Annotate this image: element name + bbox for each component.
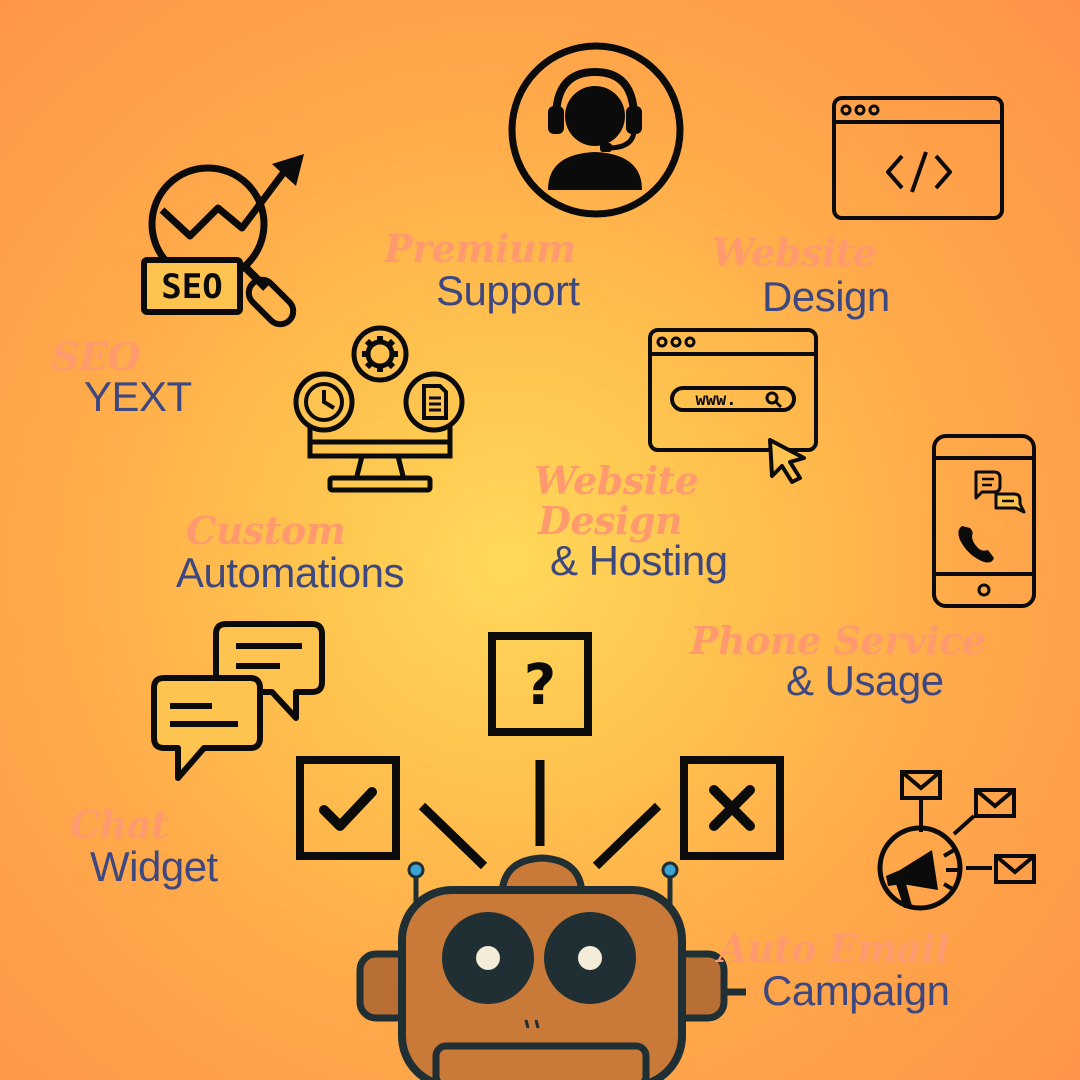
auto-email-label: Campaign [762,967,950,1014]
email-megaphone-icon [877,770,1036,911]
browser-url-icon: www. [648,328,818,484]
question-box-icon: ? [488,632,592,736]
customer-support-icon [508,42,684,218]
custom-automations-label: Automations [176,549,404,596]
robot-mascot [356,854,746,1080]
seo-yext-accent: SEO [52,334,141,379]
url-bar-text: www. [696,390,737,410]
seo-badge-text: SEO [161,267,222,307]
phone-service-accent: Phone Service [690,618,986,663]
chat-widget-accent: Chat [70,802,169,847]
auto-email-accent: Auto Email [718,926,949,971]
cross-box-icon [680,756,784,860]
checkmark-box-icon [296,756,400,860]
website-design-accent: Website [712,230,877,275]
website-hosting-accent-1: Website [534,458,699,503]
seo-yext-label: YEXT [84,373,192,420]
chat-bubbles-icon [151,621,325,781]
question-mark: ? [524,653,556,718]
website-hosting-accent-2: Design [538,498,683,543]
chat-widget-label: Widget [90,843,218,890]
premium-support-label: Support [436,267,580,314]
seo-magnifier-icon: SEO [141,154,304,328]
code-window-icon [832,96,1004,220]
automation-computer-icon [293,325,465,493]
phone-service-label: & Usage [786,657,944,704]
website-design-label: Design [762,273,890,320]
custom-automations-accent: Custom [186,508,346,553]
website-hosting-label: & Hosting [550,537,728,584]
premium-support-accent: Premium [384,226,576,271]
mobile-phone-icon [932,434,1036,608]
